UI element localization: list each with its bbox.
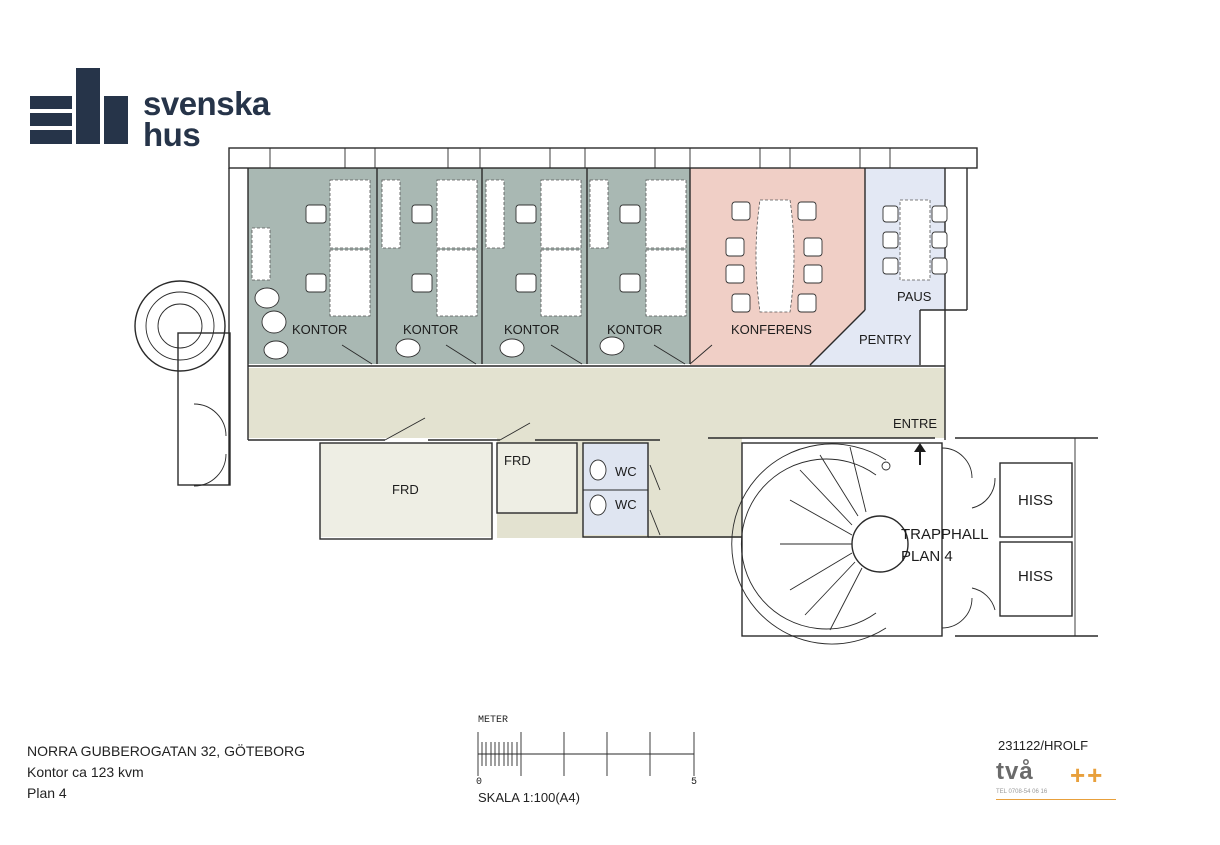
- label-frd-large: FRD: [392, 482, 419, 497]
- doors: [193, 344, 996, 629]
- office-furniture: [251, 179, 687, 360]
- property-info: NORRA GUBBEROGATAN 32, GÖTEBORG Kontor c…: [27, 741, 305, 804]
- frd-small-fill: [497, 443, 577, 513]
- label-kontor-3: KONTOR: [504, 322, 559, 337]
- label-paus: PAUS: [897, 289, 932, 304]
- firm-logo: två: [996, 758, 1034, 785]
- property-address: NORRA GUBBEROGATAN 32, GÖTEBORG: [27, 743, 305, 759]
- svenska-hus-logo-mark: [30, 68, 128, 144]
- label-wc-2: WC: [615, 497, 637, 512]
- label-konferens: KONFERENS: [731, 322, 812, 337]
- wc-fill: [583, 443, 648, 535]
- brand-line-1: svenska: [143, 85, 270, 122]
- conference-furniture: [725, 199, 823, 313]
- walls: [134, 147, 1098, 637]
- label-trapphall: TRAPPHALL: [901, 526, 989, 543]
- pause-furniture: [882, 199, 948, 281]
- label-kontor-4: KONTOR: [607, 322, 662, 337]
- property-floor: Plan 4: [27, 785, 67, 801]
- wc-fixtures: [589, 459, 607, 516]
- brand-line-2: hus: [143, 116, 201, 153]
- drawing-reference: 231122/HROLF: [998, 738, 1089, 753]
- firm-telephone: TEL 0708-54 06 16: [996, 789, 1048, 795]
- label-entre: ENTRE: [893, 416, 937, 431]
- scale-end-label: 5: [691, 777, 698, 788]
- label-kontor-2: KONTOR: [403, 322, 458, 337]
- scale-bar: [477, 732, 695, 776]
- label-wc-1: WC: [615, 464, 637, 479]
- property-area: Kontor ca 123 kvm: [27, 764, 144, 780]
- label-pentry: PENTRY: [859, 332, 912, 347]
- label-plan-4: PLAN 4: [901, 548, 953, 565]
- label-hiss-2: HISS: [1018, 568, 1053, 585]
- label-hiss-1: HISS: [1018, 492, 1053, 509]
- scale-ratio-label: SKALA 1:100(A4): [478, 790, 580, 805]
- frd-large-fill: [320, 443, 492, 537]
- firm-logo-plus: ++: [1070, 760, 1105, 790]
- entrance-arrow-icon: [914, 443, 926, 465]
- firm-underline: [996, 799, 1116, 800]
- label-frd-small: FRD: [504, 453, 531, 468]
- brand-wordmark: svenska hus: [143, 85, 270, 153]
- spiral-staircase: [731, 443, 909, 645]
- label-kontor-1: KONTOR: [292, 322, 347, 337]
- corridor-fill: [248, 368, 945, 438]
- scale-start-label: 0: [476, 777, 483, 788]
- scale-unit-label: METER: [478, 715, 509, 726]
- room-labels: KONTOR KONTOR KONTOR KONTOR KONFERENS PA…: [292, 289, 1053, 585]
